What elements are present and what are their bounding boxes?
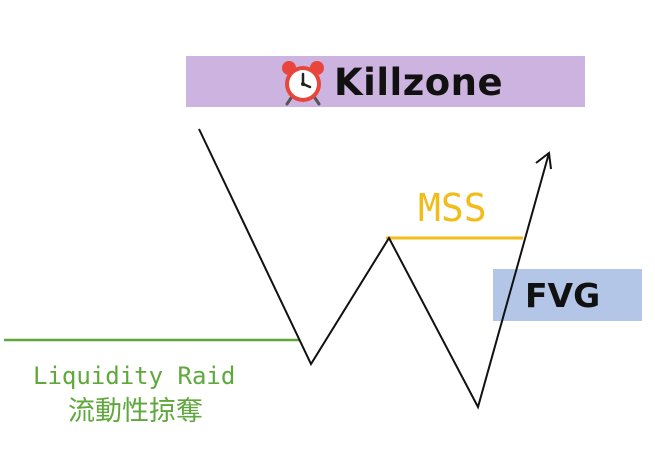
killzone-box — [186, 56, 585, 107]
mss-label: MSS — [418, 186, 487, 230]
price-path — [198, 128, 550, 410]
liquidity-raid-label: Liquidity Raid — [33, 362, 236, 390]
killzone-title: Killzone — [334, 60, 504, 104]
arrow-head — [535, 151, 552, 170]
alarm-clock-icon — [282, 61, 324, 106]
fvg-box — [493, 269, 642, 321]
fvg-label: FVG — [525, 276, 601, 315]
killzone-label: Killzone — [278, 58, 503, 106]
liquidity-raid-label-zh: 流動性掠奪 — [68, 396, 203, 427]
